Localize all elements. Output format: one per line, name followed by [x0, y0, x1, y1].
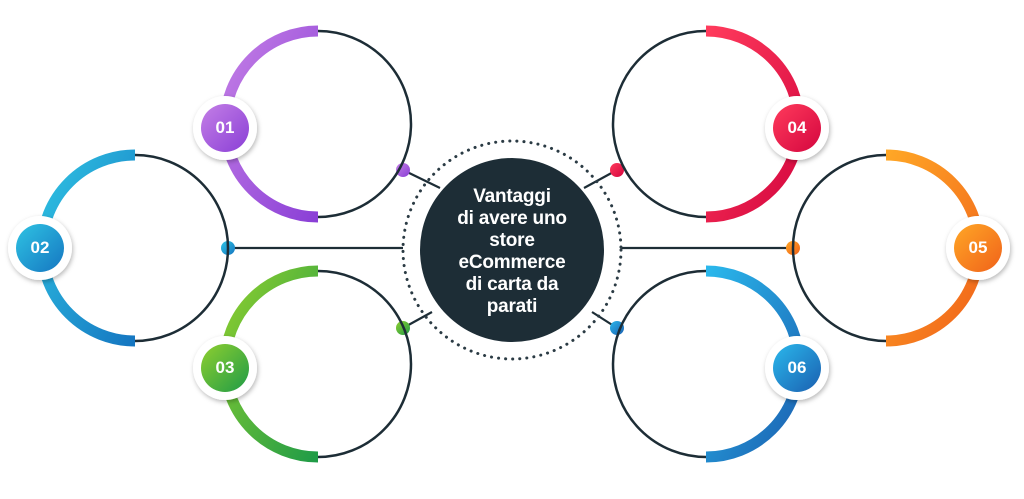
connector-dot-04	[610, 163, 624, 177]
badge-number-05: 05	[968, 238, 988, 257]
badge-circle-04	[773, 104, 821, 152]
center-disc	[420, 158, 604, 342]
badge-circle-02	[16, 224, 64, 272]
badge-circle-03	[201, 344, 249, 392]
badge-number-02: 02	[30, 238, 50, 257]
badge-number-04: 04	[787, 118, 807, 137]
badge-number-03: 03	[215, 358, 235, 377]
connector-lines	[221, 163, 800, 335]
badge-circle-01	[201, 104, 249, 152]
center-dotted-ring	[401, 139, 623, 361]
badge-group	[8, 96, 1010, 400]
badge-number-01: 01	[215, 118, 235, 137]
center-title: Vantaggi di avere uno store eCommerce di…	[457, 186, 567, 317]
badge-number-06: 06	[787, 358, 807, 377]
center-hub	[401, 139, 623, 361]
badge-circle-05	[954, 224, 1002, 272]
badge-circle-06	[773, 344, 821, 392]
